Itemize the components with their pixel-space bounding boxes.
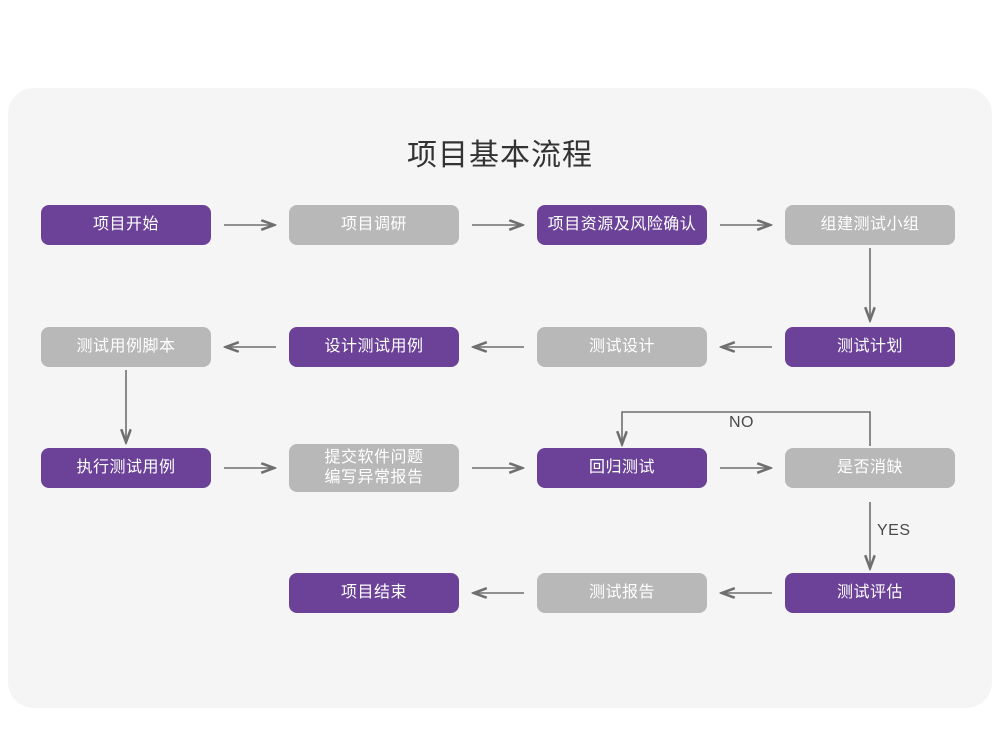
node-label: 项目调研	[340, 216, 407, 233]
page-title: 项目基本流程	[407, 139, 593, 172]
node-test-report[interactable]: 测试报告	[537, 573, 707, 613]
edge-label-yes: YES	[877, 522, 911, 539]
node-test-case-script[interactable]: 测试用例脚本	[41, 327, 211, 367]
node-label: 项目结束	[340, 584, 407, 601]
node-execute-test-cases[interactable]: 执行测试用例	[41, 448, 211, 488]
node-build-test-team[interactable]: 组建测试小组	[785, 205, 955, 245]
node-label: 提交软件问题 编写异常报告	[324, 449, 424, 486]
node-label: 执行测试用例	[76, 459, 176, 476]
node-project-end[interactable]: 项目结束	[289, 573, 459, 613]
node-label: 测试用例脚本	[76, 338, 176, 355]
node-label: 测试计划	[836, 338, 903, 355]
node-project-research[interactable]: 项目调研	[289, 205, 459, 245]
node-test-design[interactable]: 测试设计	[537, 327, 707, 367]
diagram-card	[8, 88, 992, 708]
node-label: 测试设计	[588, 338, 655, 355]
node-project-start[interactable]: 项目开始	[41, 205, 211, 245]
node-label: 设计测试用例	[324, 338, 424, 355]
node-resource-risk-confirm[interactable]: 项目资源及风险确认	[537, 205, 707, 245]
node-test-evaluation[interactable]: 测试评估	[785, 573, 955, 613]
node-label: 回归测试	[588, 459, 655, 476]
node-label: 测试报告	[588, 584, 655, 601]
node-defect-resolved-decision[interactable]: 是否消缺	[785, 448, 955, 488]
node-design-test-cases[interactable]: 设计测试用例	[289, 327, 459, 367]
node-label: 组建测试小组	[820, 216, 920, 233]
node-label: 是否消缺	[836, 459, 903, 476]
node-submit-defect-report[interactable]: 提交软件问题 编写异常报告	[289, 444, 459, 492]
node-regression-test[interactable]: 回归测试	[537, 448, 707, 488]
node-test-plan[interactable]: 测试计划	[785, 327, 955, 367]
edge-label-no: NO	[729, 414, 754, 431]
node-label: 测试评估	[836, 584, 903, 601]
node-label: 项目资源及风险确认	[547, 216, 697, 233]
node-label: 项目开始	[92, 216, 159, 233]
